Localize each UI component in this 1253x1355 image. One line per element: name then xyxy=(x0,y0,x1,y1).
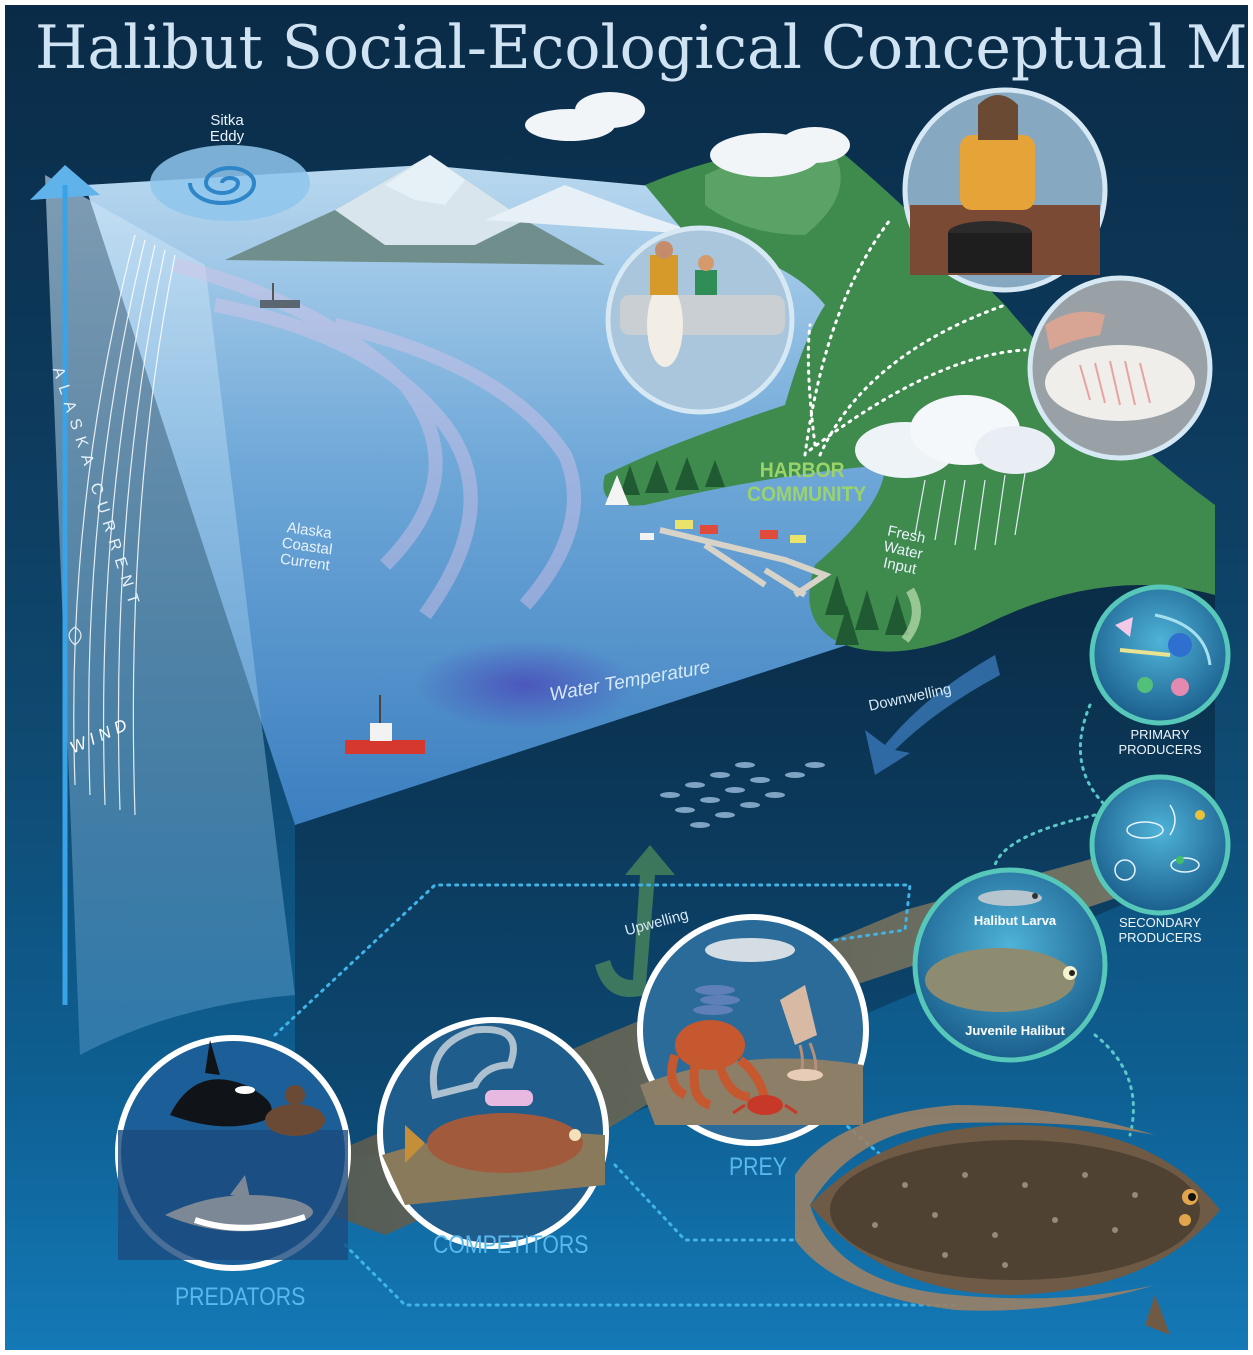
secondary-line1: SECONDARY xyxy=(1118,915,1202,930)
harbor-label-line1: HARBOR xyxy=(759,459,845,482)
juvenile-halibut-label: Juvenile Halibut xyxy=(965,1023,1065,1038)
harbor-boats xyxy=(640,520,806,543)
prey-circle xyxy=(637,914,869,1146)
alaska-coastal-current-label: Alaska Coastal Current xyxy=(269,518,345,575)
predators-circle xyxy=(115,1035,351,1271)
primary-producers-label: PRIMARY PRODUCERS xyxy=(1115,727,1205,757)
fresh-water-input-label: Fresh Water Input xyxy=(874,522,933,579)
coastal-current-swirls xyxy=(173,258,581,620)
filleting-halibut-icon xyxy=(1027,275,1213,461)
secondary-producers-label: SECONDARY PRODUCERS xyxy=(1115,915,1205,945)
salmon-icon xyxy=(705,938,795,962)
sitka-eddy-label-line2: Eddy xyxy=(209,128,245,145)
competitors-circle xyxy=(377,1017,609,1249)
crab-icon xyxy=(732,1095,798,1115)
fishing-vessel-icon xyxy=(260,283,300,308)
competitors-label: COMPETITORS xyxy=(433,1231,589,1259)
predators-label: PREDATORS xyxy=(175,1283,306,1311)
secondary-line2: PRODUCERS xyxy=(1118,930,1202,945)
diagram-canvas: Halibut Social-Ecological Conceptual Mod… xyxy=(5,5,1248,1350)
adult-halibut-icon xyxy=(795,1105,1220,1335)
water-temperature-zone xyxy=(415,640,635,730)
fish-school xyxy=(660,762,825,828)
orca-icon xyxy=(170,1040,272,1127)
coastline-land xyxy=(603,149,1215,652)
harbor-community-label: HARBOR COMMUNITY xyxy=(747,459,867,507)
fresh-water-arrow xyxy=(901,587,921,643)
downwelling-arrow xyxy=(865,655,1000,775)
mountains xyxy=(225,155,705,265)
wind-lines xyxy=(68,234,176,816)
scene-illustration xyxy=(30,87,1231,1335)
sitka-eddy-label-line1: Sitka xyxy=(210,112,244,129)
woman-processing-catch-icon xyxy=(902,87,1108,293)
church-icon xyxy=(605,475,629,505)
herring-icon xyxy=(693,985,740,1015)
prey-label: PREY xyxy=(729,1153,787,1181)
primary-line2: PRODUCERS xyxy=(1118,742,1202,757)
forest xyxy=(620,457,909,645)
sitka-eddy-icon xyxy=(150,145,310,221)
plankton-icon xyxy=(1089,584,1231,726)
juvenile-halibut-icon xyxy=(912,867,1108,1063)
rain-cloud-icon xyxy=(855,395,1055,551)
shrimp-icon xyxy=(787,1069,823,1081)
red-fishing-vessel-icon xyxy=(345,695,425,754)
sitka-eddy-label: Sitka Eddy xyxy=(202,113,252,145)
zooplankton-icon xyxy=(1089,774,1231,916)
octopus-icon xyxy=(667,1020,770,1110)
harbor-label-line2: COMMUNITY xyxy=(747,483,867,506)
flatfish-competitor-icon xyxy=(405,1113,583,1173)
sea-cucumber-icon xyxy=(429,1025,517,1100)
shark-icon xyxy=(165,1175,313,1232)
skiff-with-fishers-icon xyxy=(605,225,795,415)
community-links xyxy=(803,218,1027,457)
alaska-current-arrowhead xyxy=(30,165,100,200)
harbor-docks xyxy=(659,527,832,598)
sky-clouds xyxy=(525,92,850,177)
diagram-title: Halibut Social-Ecological Conceptual Mod… xyxy=(35,13,1248,83)
water-column xyxy=(295,525,1215,1165)
primary-line1: PRIMARY xyxy=(1130,727,1190,742)
halibut-larva-label: Halibut Larva xyxy=(973,913,1057,928)
alaska-current-arrow xyxy=(45,175,295,1055)
upwelling-arrow xyxy=(595,845,675,997)
sea-lion-icon xyxy=(265,1085,325,1136)
